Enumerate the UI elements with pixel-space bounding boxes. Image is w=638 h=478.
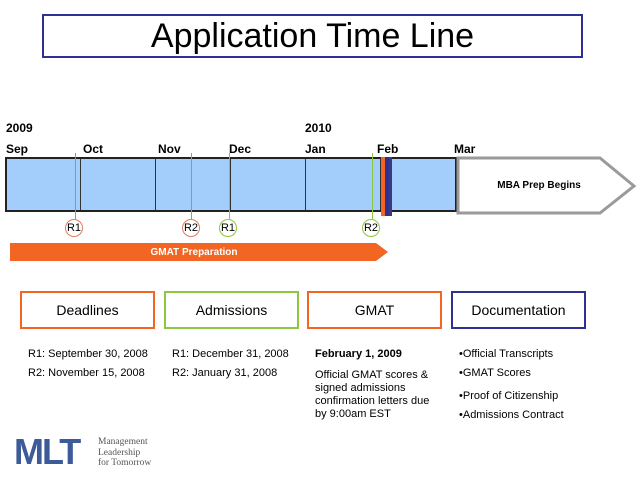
documentation-list: •Official Transcripts •GMAT Scores •Proo… (459, 348, 564, 428)
deadline-r2-line (191, 153, 192, 219)
deadline-item: R2: November 15, 2008 (28, 367, 145, 379)
deadline-r1-line (75, 153, 76, 219)
month-label-oct: Oct (83, 142, 104, 156)
logo-mark: MLT (14, 434, 81, 468)
month-divider (80, 159, 81, 210)
admissions-item: R1: December 31, 2008 (172, 348, 289, 360)
logo-line: Leadership (98, 447, 141, 458)
gmat-deadline-band (381, 157, 385, 216)
mba-prep-label: MBA Prep Begins (497, 179, 581, 191)
logo-line: Management (98, 437, 148, 447)
month-divider (305, 159, 306, 210)
page-title: Application Time Line (42, 14, 583, 58)
deadline-r2-marker: R2 (182, 219, 200, 237)
month-label-sep: Sep (6, 142, 29, 156)
mba-prep-arrow (456, 156, 637, 215)
logo-line: for Tomorrow (98, 458, 152, 468)
documentation-item: •GMAT Scores (459, 367, 531, 379)
gmat-prep-arrow (10, 243, 388, 261)
admissions-r1-line (229, 153, 230, 219)
admissions-item: R2: January 31, 2008 (172, 367, 278, 379)
documentation-item: •Proof of Citizenship (459, 390, 559, 402)
logo-text: Management Leadership for Tomorrow (98, 437, 151, 469)
deadlines-list: R1: September 30, 2008 R2: November 15, … (28, 348, 148, 386)
admissions-r2-line (372, 153, 373, 219)
documentation-item: •Admissions Contract (459, 409, 564, 421)
month-label-feb: Feb (377, 142, 399, 156)
gmat-prep-label: GMAT Preparation (150, 246, 238, 258)
admissions-r1-marker: R1 (219, 219, 237, 237)
documentation-header: Documentation (451, 291, 586, 329)
deadline-r1-marker: R1 (65, 219, 83, 237)
month-label-dec: Dec (229, 142, 252, 156)
gmat-description: Official GMAT scores & signed admissions… (315, 369, 430, 420)
admissions-r2-marker: R2 (362, 219, 380, 237)
deadlines-header: Deadlines (20, 291, 155, 329)
month-divider (380, 159, 381, 210)
month-divider (230, 159, 231, 210)
gmat-header: GMAT (307, 291, 442, 329)
gmat-date: February 1, 2009 (315, 348, 402, 360)
documentation-deadline-band (385, 157, 389, 216)
year-label-2010: 2010 (305, 121, 332, 135)
mlt-logo: MLT (14, 434, 83, 468)
month-label-nov: Nov (158, 142, 181, 156)
documentation-deadline-band (389, 157, 392, 216)
month-label-mar: Mar (454, 142, 476, 156)
month-divider (155, 159, 156, 210)
month-label-jan: Jan (305, 142, 326, 156)
gmat-details: February 1, 2009 Official GMAT scores & … (315, 348, 435, 427)
year-label-2009: 2009 (6, 121, 33, 135)
deadline-item: R1: September 30, 2008 (28, 348, 148, 360)
documentation-item: •Official Transcripts (459, 348, 554, 360)
admissions-header: Admissions (164, 291, 299, 329)
admissions-list: R1: December 31, 2008 R2: January 31, 20… (172, 348, 289, 386)
